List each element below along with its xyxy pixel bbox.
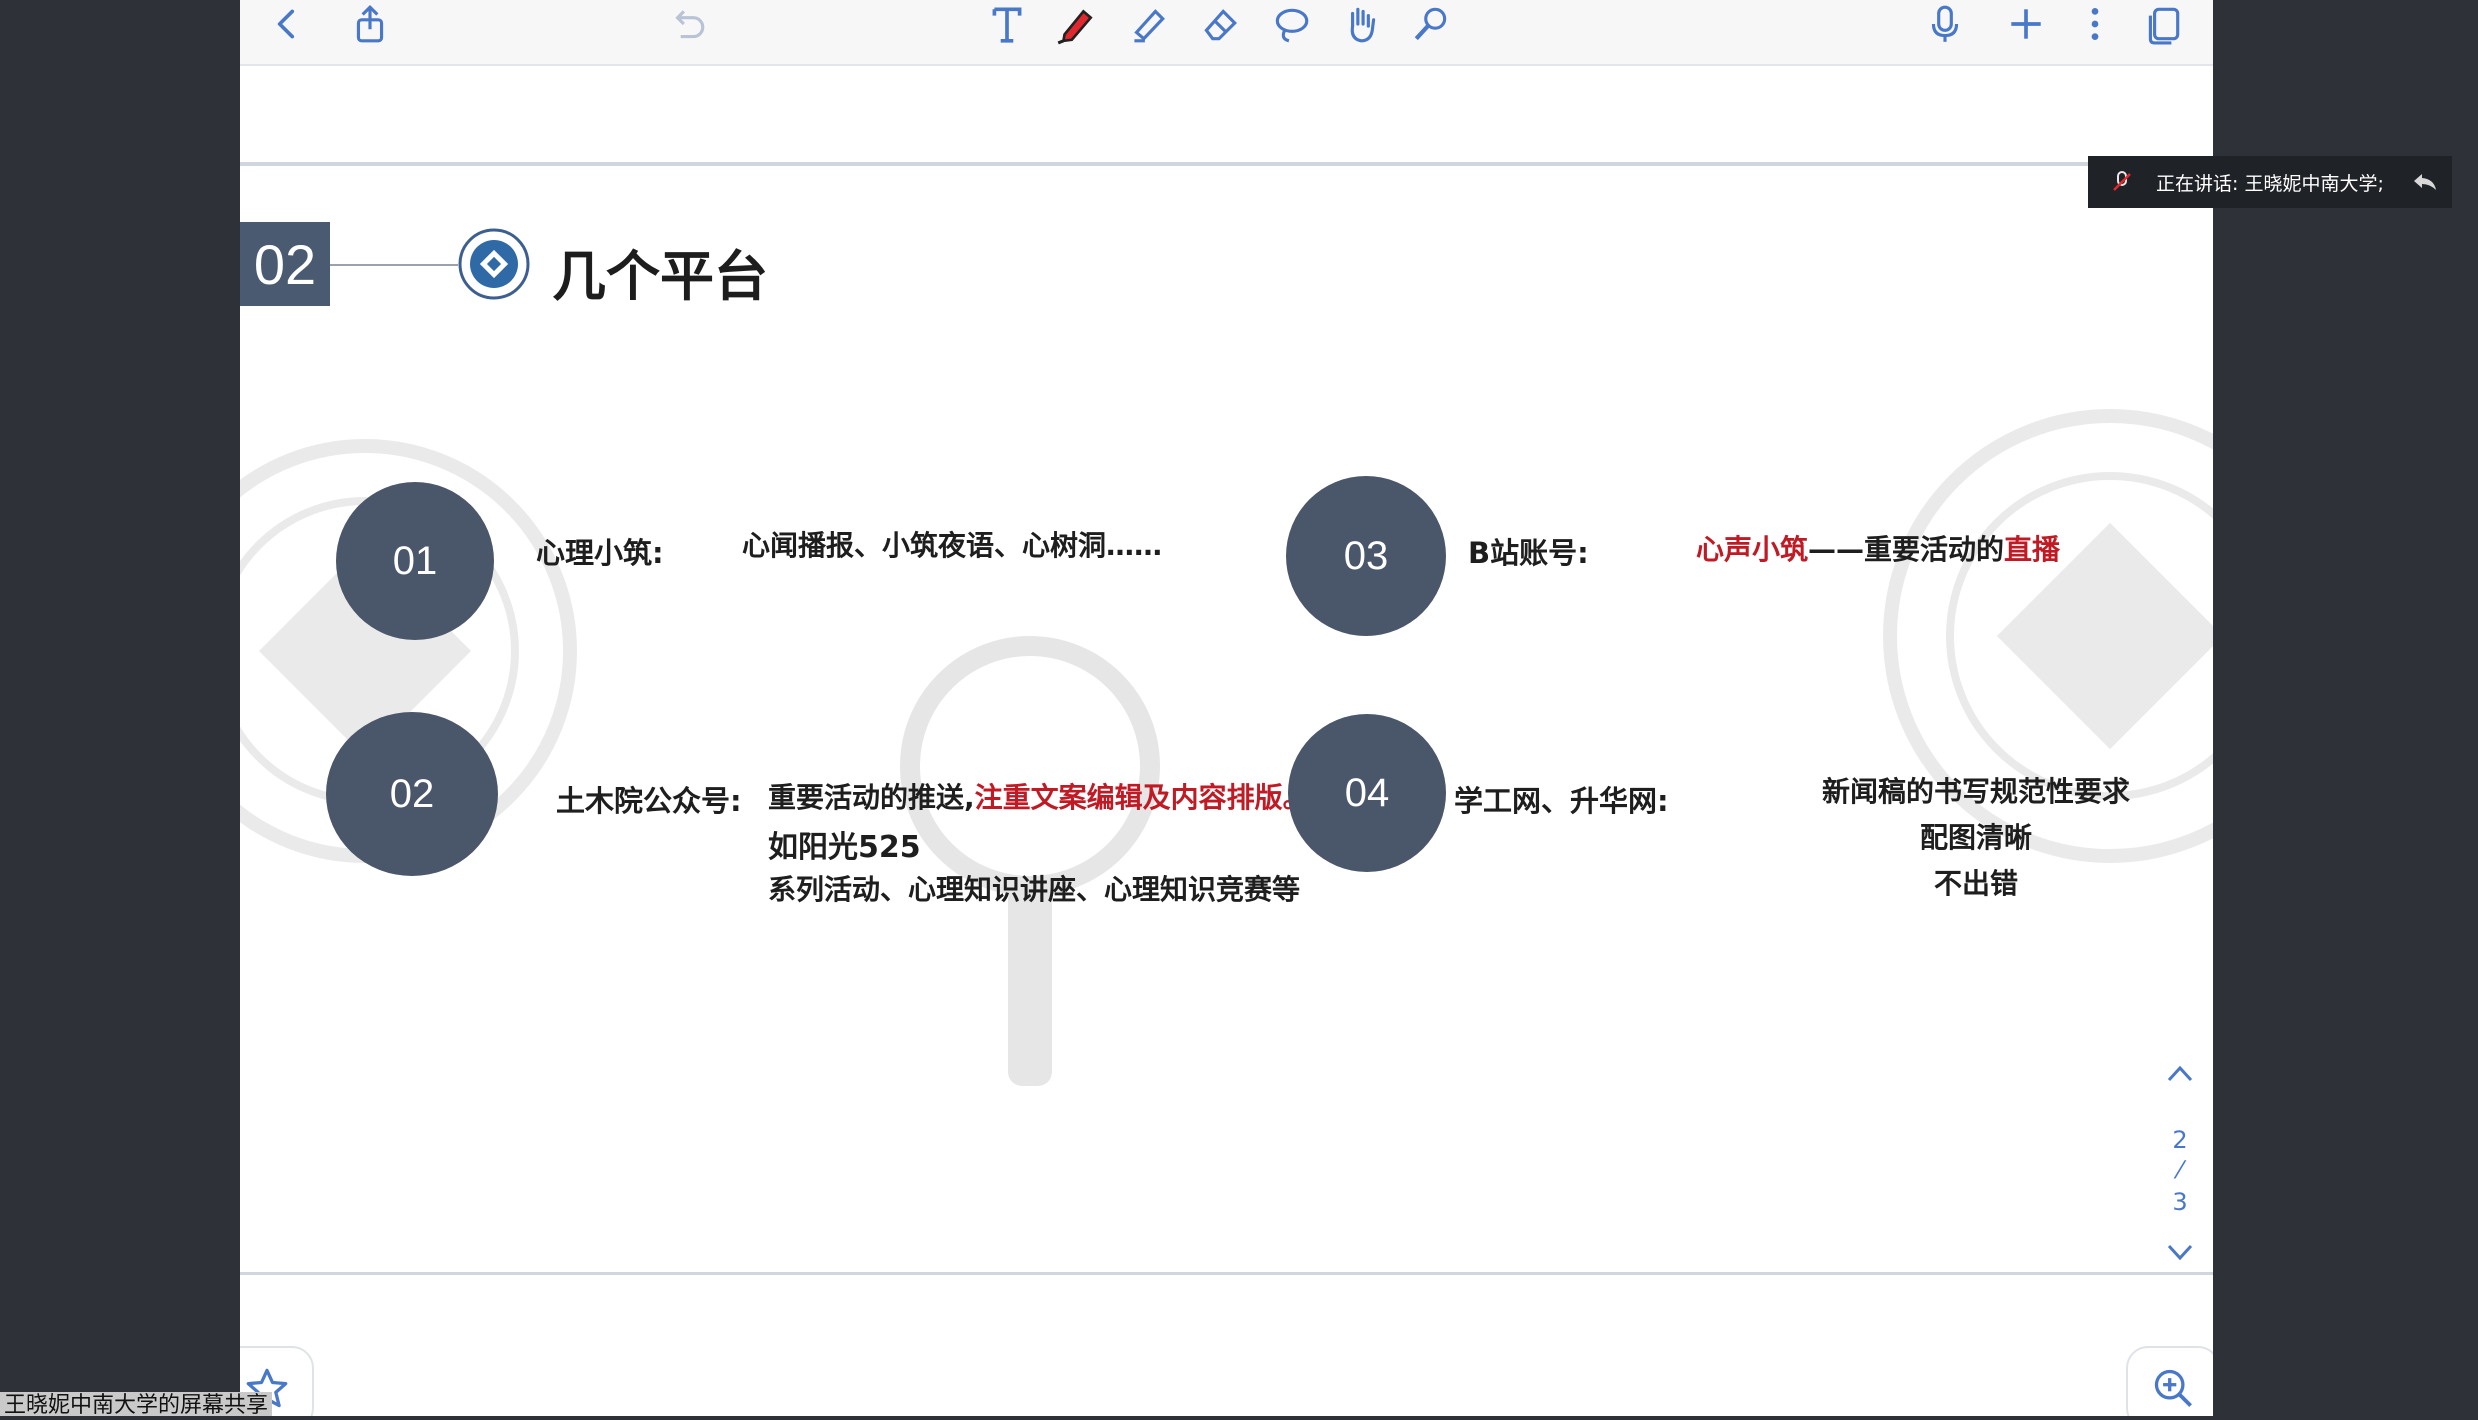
section-title: 几个平台 (552, 245, 768, 308)
share-icon[interactable] (343, 0, 397, 48)
item-label: 心理小筑: (536, 536, 664, 570)
item-desc: 心闻播报、小筑夜语、心树洞…… (742, 529, 1163, 562)
item-desc-line: 不出错 (1933, 867, 2018, 900)
item-desc-highlight-2: 直播 (2004, 533, 2061, 566)
page-current: 2 (2172, 1126, 2188, 1154)
section-number: 02 (240, 222, 330, 306)
item-desc-prefix: 重要活动的推送, (768, 781, 975, 814)
item-number-circle: 03 (1286, 476, 1446, 636)
pen-tool-icon[interactable] (1048, 0, 1102, 48)
item-desc-line: 如阳光525 (768, 830, 921, 865)
university-logo (458, 228, 530, 300)
laser-pointer-icon[interactable] (1404, 0, 1458, 48)
item-label: 土木院公众号: (556, 784, 742, 818)
slide-bottom-border (240, 1272, 2213, 1275)
item-desc-highlight: 注重文案编辑及内容排版。 (974, 781, 1311, 814)
item-number-circle: 01 (336, 482, 494, 640)
item-desc-line: 心声小筑——重要活动的直播 (1696, 528, 2060, 568)
item-desc-line: 重要活动的推送,注重文案编辑及内容排版。 (768, 776, 1311, 816)
chevron-up-icon (2167, 1065, 2193, 1082)
screen-share-label: 王晓妮中南大学的屏幕共享 (0, 1392, 273, 1418)
item-desc-line: 系列活动、心理知识讲座、心理知识竞赛等 (768, 873, 1301, 906)
slide-canvas: 02 几个平台 01 心理小筑: 心闻播报、小筑夜语、心树洞…… 02 土木院公… (240, 166, 2213, 1272)
slide-top-border (240, 162, 2213, 166)
item-label: B站账号: (1468, 536, 1589, 570)
eraser-icon[interactable] (1192, 0, 1246, 48)
chevron-down-icon (2167, 1244, 2193, 1261)
more-icon[interactable] (2068, 0, 2122, 48)
prev-page-button[interactable] (2150, 1062, 2210, 1088)
back-icon[interactable] (260, 0, 314, 48)
lasso-icon[interactable] (1264, 0, 1318, 48)
item-desc-mid: ——重要活动的 (1808, 533, 2005, 566)
speaking-indicator: 正在讲话: 王晓妮中南大学; (2088, 156, 2452, 208)
item-desc-line: 配图清晰 (1919, 821, 2032, 854)
page-separator: ⁄ (2177, 1156, 2182, 1184)
item-desc-line: 新闻稿的书写规范性要求 (1821, 775, 2130, 808)
magnifier-watermark (900, 636, 1160, 1086)
speaking-text: 正在讲话: 王晓妮中南大学; (2156, 172, 2384, 195)
item-desc-highlight: 心声小筑 (1696, 533, 1809, 566)
next-page-button[interactable] (2150, 1242, 2210, 1268)
mic-muted-icon (2113, 171, 2131, 191)
university-seal-watermark-right (1883, 409, 2213, 863)
reply-icon[interactable] (2412, 170, 2438, 194)
top-toolbar (240, 0, 2213, 66)
undo-icon[interactable] (660, 0, 714, 48)
item-label: 学工网、升华网: (1454, 784, 1669, 818)
page-total: 3 (2172, 1188, 2188, 1216)
zoom-in-icon (2154, 1369, 2192, 1407)
item-number-circle: 02 (326, 712, 498, 876)
text-tool-icon[interactable] (980, 0, 1034, 48)
pages-icon[interactable] (2136, 0, 2190, 48)
item-number-circle: 04 (1288, 714, 1446, 872)
hand-tool-icon[interactable] (1334, 0, 1388, 48)
section-rule (330, 264, 458, 266)
highlighter-icon[interactable] (1120, 0, 1174, 48)
add-page-icon[interactable] (1999, 0, 2053, 48)
microphone-icon[interactable] (1918, 0, 1972, 48)
note-app-window: 02 几个平台 01 心理小筑: 心闻播报、小筑夜语、心树洞…… 02 土木院公… (240, 0, 2213, 1416)
zoom-button[interactable] (2126, 1346, 2213, 1416)
